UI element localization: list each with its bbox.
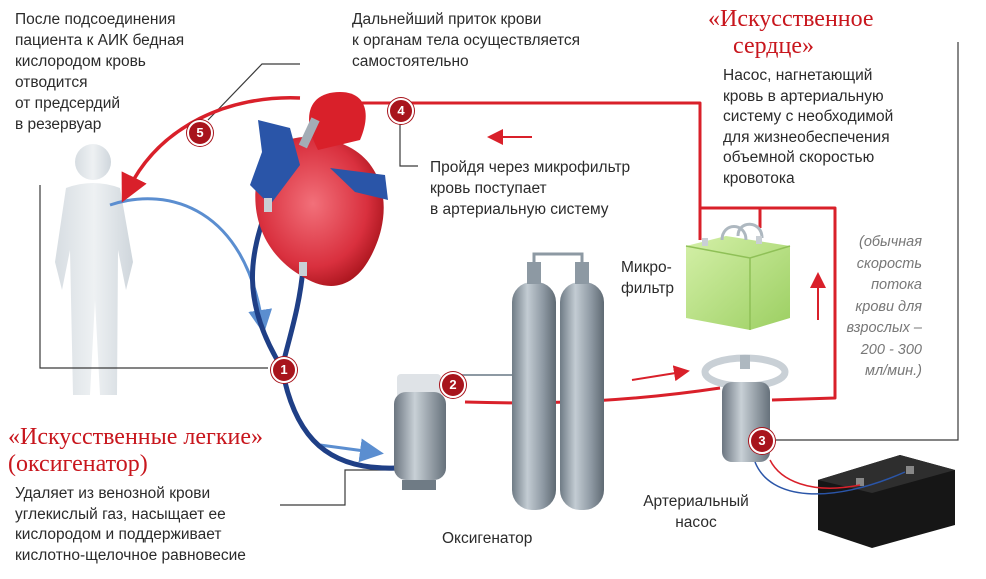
top-left-line: от предсердий [15, 95, 121, 112]
microfilter-label: Микро- фильтр [621, 257, 674, 299]
top-left-line: После подсоединения [15, 11, 176, 28]
lungs-title-line: «Искусственные легкие» [8, 424, 264, 450]
microfilter-note-line: Пройдя через микрофильтр [430, 159, 631, 176]
oxygen-cylinders [457, 252, 604, 510]
microfilter-device [685, 222, 791, 330]
top-center-line: к органам тела осуществляется [352, 32, 581, 49]
blue-flow-arrow-body [109, 197, 273, 334]
oxygenator-device [394, 374, 446, 490]
heart-desc-line: кровотока [723, 169, 795, 187]
artificial-lungs-title: «Искусственные легкие» (оксигенатор) [8, 424, 263, 478]
top-left-line: пациента к АИК бедная [15, 32, 185, 49]
top-center-line: Дальнейший приток крови [352, 11, 542, 28]
microfilter-note: Пройдя через микрофильтр кровь поступает… [430, 157, 630, 220]
heart-illustration [250, 92, 388, 286]
oxygenator-label: Оксигенатор [442, 528, 532, 549]
red-arrow-right [631, 365, 690, 382]
lungs-desc-line: кислотно-щелочное равновесие [15, 546, 246, 564]
red-arrow-to-body [121, 96, 301, 203]
top-center-description: Дальнейший приток крови к органам тела о… [352, 9, 580, 72]
heart-title-line: сердце» [733, 33, 814, 59]
marker-5: 5 [187, 120, 213, 146]
flow-note-line: (обычная [858, 234, 922, 250]
microfilter-label-line: фильтр [621, 280, 675, 297]
flow-note-line: мл/мин.) [865, 363, 922, 379]
artificial-lungs-description: Удаляет из венозной крови углекислый газ… [15, 484, 246, 566]
top-left-line: кислородом кровь [15, 53, 146, 70]
top-left-description: После подсоединения пациента к АИК бедна… [15, 9, 184, 135]
pump-label-line: Артериальный [643, 493, 749, 510]
microfilter-label-line: Микро- [621, 259, 672, 276]
top-left-line: в резервуар [15, 116, 102, 133]
human-silhouette [55, 144, 133, 395]
heart-title-line: «Искусственное [708, 6, 874, 32]
flow-note-line: 200 - 300 [860, 341, 922, 358]
heart-desc-line: Насос, нагнетающий [723, 67, 873, 84]
flow-note-line: потока [871, 277, 922, 293]
flow-rate-note: (обычная скорость потока крови для взрос… [832, 232, 922, 383]
top-left-line: отводится [15, 74, 88, 91]
heart-desc-line: кровь в артериальную [723, 87, 884, 105]
arterial-pump-label: Артериальный насос [633, 491, 759, 533]
lungs-desc-line: кислородом и поддерживает [15, 526, 222, 543]
microfilter-note-line: кровь поступает [430, 180, 547, 197]
oxygenator-label-text: Оксигенатор [442, 530, 533, 547]
marker-3: 3 [749, 428, 775, 454]
marker-4: 4 [388, 98, 414, 124]
flow-note-line: взрослых – [846, 320, 922, 336]
battery [754, 455, 955, 548]
flow-note-line: крови для [855, 298, 922, 315]
artificial-heart-description: Насос, нагнетающий кровь в артериальную … [723, 66, 893, 189]
leader-lines [39, 42, 959, 506]
flow-note-line: скорость [856, 255, 922, 272]
lungs-title-line: (оксигенатор) [8, 451, 148, 477]
top-center-line: самостоятельно [352, 53, 469, 70]
heart-desc-line: для жизнеобеспечения [723, 128, 890, 146]
heart-desc-line: объемной скоростью [723, 149, 875, 166]
blue-flow-arrow-oxygenator [319, 438, 384, 463]
lungs-desc-line: углекислый газ, насыщает ее [15, 505, 226, 523]
marker-1: 1 [271, 357, 297, 383]
heart-desc-line: систему с необходимой [723, 108, 894, 125]
pump-label-line: насос [675, 514, 717, 531]
marker-2: 2 [440, 372, 466, 398]
microfilter-note-line: в артериальную систему [430, 201, 609, 218]
lungs-desc-line: Удаляет из венозной крови [15, 485, 211, 502]
artificial-heart-title: «Искусственное сердце» [708, 6, 874, 60]
